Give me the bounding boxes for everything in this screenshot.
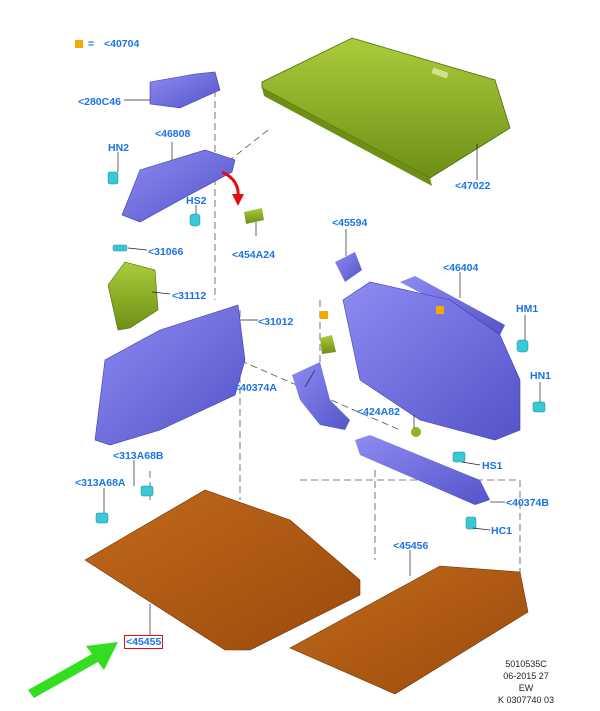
label-HS1: HS1 — [482, 460, 503, 472]
floor-panel-45456 — [289, 565, 529, 695]
marker-square — [436, 306, 444, 314]
leader-lines — [103, 99, 541, 636]
label-45594: <45594 — [332, 217, 368, 229]
label-40374B: <40374B — [506, 497, 549, 509]
footer-line-4: K 0307740 03 — [497, 695, 555, 705]
label-31112: <31112 — [172, 290, 207, 302]
label-HC1: HC1 — [491, 525, 513, 537]
upper-trim-46808 — [121, 149, 236, 223]
legend-code: <40704 — [104, 38, 140, 50]
label-HN2: HN2 — [108, 142, 130, 154]
label-45455-highlighted: <45455 — [124, 635, 164, 649]
legend-equals: = — [88, 38, 95, 50]
green-pointer-arrow — [28, 642, 118, 698]
footer-line-1: 5010535C — [505, 659, 547, 669]
insulator-31112 — [107, 261, 159, 331]
label-313A68A: <313A68A — [75, 477, 126, 489]
side-trim-40374A — [292, 362, 350, 430]
label-40374A: <40374A — [234, 382, 277, 394]
marker-square — [320, 311, 328, 319]
label-31012: <31012 — [258, 316, 294, 328]
label-HN1: HN1 — [530, 370, 552, 382]
legend-marker — [75, 40, 83, 48]
footer-line-2: 06-2015 27 — [503, 671, 549, 681]
label-280C46: <280C46 — [78, 96, 121, 108]
label-454A24: <454A24 — [232, 249, 275, 261]
label-46404: <46404 — [443, 262, 479, 274]
label-HS2: HS2 — [186, 195, 207, 207]
liftgate-trim — [342, 281, 521, 441]
cyan-clips — [95, 171, 546, 530]
load-floor-45455 — [84, 489, 361, 651]
olive-bracket — [320, 335, 336, 354]
footer-line-3: EW — [518, 683, 534, 693]
label-31066: <31066 — [148, 246, 184, 258]
parcel-shelf-47022 — [261, 37, 511, 186]
label-46808: <46808 — [155, 128, 191, 140]
clip-454A24 — [244, 208, 264, 224]
label-313A68B: <313A68B — [113, 450, 164, 462]
cap-424A82 — [411, 427, 421, 437]
label-HM1: HM1 — [516, 303, 539, 315]
quarter-trim-31012 — [94, 304, 246, 446]
bracket-280C46 — [149, 71, 221, 109]
label-424A82: <424A82 — [357, 406, 400, 418]
label-47022: <47022 — [455, 180, 491, 192]
cap-45594 — [335, 252, 362, 282]
label-45456: <45456 — [393, 540, 429, 552]
scuff-plate-40374B — [355, 435, 490, 505]
